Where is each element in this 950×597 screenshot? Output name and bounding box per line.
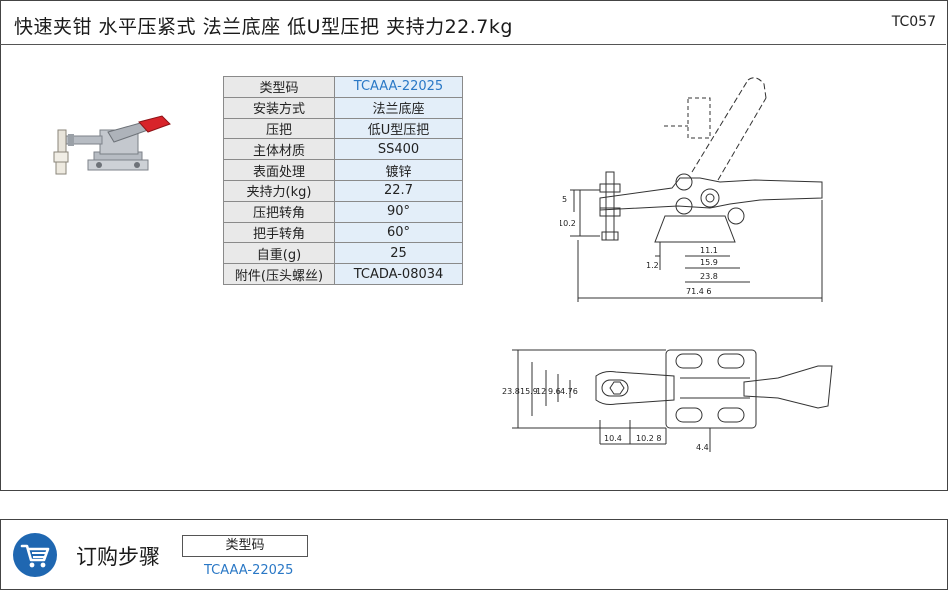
spec-row: 夹持力(kg)22.7 xyxy=(223,179,463,202)
order-type-code[interactable]: TCAAA-22025 xyxy=(204,563,294,578)
spec-row: 表面处理镀锌 xyxy=(223,159,463,181)
spec-value: 法兰底座 xyxy=(334,96,463,119)
spec-row: 压把低U型压把 xyxy=(223,117,463,140)
dim-label: 4.76 xyxy=(560,387,578,396)
order-steps-panel xyxy=(0,519,948,590)
spec-label: 类型码 xyxy=(223,76,335,98)
spec-label: 压把转角 xyxy=(223,200,335,223)
top-view-drawing: 23.8 15.9 12 9.6 4.76 10.4 10.2 8 4.4 xyxy=(502,349,833,452)
spec-label: 自重(g) xyxy=(223,242,335,265)
dim-label: 4.4 xyxy=(696,443,709,452)
cart-icon xyxy=(20,544,50,568)
dim-label: 5 xyxy=(562,195,567,204)
dim-label: 1.2 xyxy=(646,261,659,270)
spec-value: 22.7 xyxy=(334,179,463,202)
spec-row: 附件(压头螺丝)TCADA-08034 xyxy=(223,263,463,285)
dim-label: 11.1 xyxy=(700,246,718,255)
spec-row: 安装方式法兰底座 xyxy=(223,96,463,119)
spec-value: 90° xyxy=(334,200,463,223)
dim-label: 15.9 xyxy=(520,387,538,396)
side-view-drawing: 5 10.2 1.2 11.1 15.9 23.8 71.4 6 xyxy=(560,77,823,302)
dim-label: 10.2 8 xyxy=(636,434,661,443)
spec-value: 低U型压把 xyxy=(334,117,463,140)
dim-label: 10.2 xyxy=(560,219,576,228)
header-divider xyxy=(0,44,946,45)
spec-label: 附件(压头螺丝) xyxy=(223,263,335,285)
spec-value: TCADA-08034 xyxy=(334,263,463,285)
product-code: TC057 xyxy=(891,14,936,30)
page-title: 快速夹钳 水平压紧式 法兰底座 低U型压把 夹持力22.7kg xyxy=(14,16,513,38)
spec-value: SS400 xyxy=(334,138,463,161)
dim-label: 10.4 xyxy=(604,434,622,443)
dim-label: 71.4 6 xyxy=(686,287,711,296)
spec-label: 安装方式 xyxy=(223,96,335,119)
order-type-code-label: 类型码 xyxy=(182,535,308,557)
product-photo xyxy=(53,115,171,175)
spec-value: 镀锌 xyxy=(334,159,463,181)
dim-label: 15.9 xyxy=(700,258,718,267)
order-steps-title: 订购步骤 xyxy=(76,545,160,569)
spec-label: 表面处理 xyxy=(223,159,335,181)
product-panel xyxy=(0,0,948,491)
dim-label: 23.8 xyxy=(502,387,520,396)
dim-label: 9.6 xyxy=(548,387,561,396)
cart-badge xyxy=(13,533,57,577)
dim-label: 23.8 xyxy=(700,272,718,281)
spec-value: 60° xyxy=(334,221,463,244)
spec-value: TCAAA-22025 xyxy=(334,76,463,98)
spec-label: 夹持力(kg) xyxy=(223,179,335,202)
spec-label: 把手转角 xyxy=(223,221,335,244)
spec-row: 自重(g)25 xyxy=(223,242,463,265)
spec-value: 25 xyxy=(334,242,463,265)
spec-label: 压把 xyxy=(223,117,335,140)
spec-label: 主体材质 xyxy=(223,138,335,161)
dim-label: 12 xyxy=(536,387,546,396)
